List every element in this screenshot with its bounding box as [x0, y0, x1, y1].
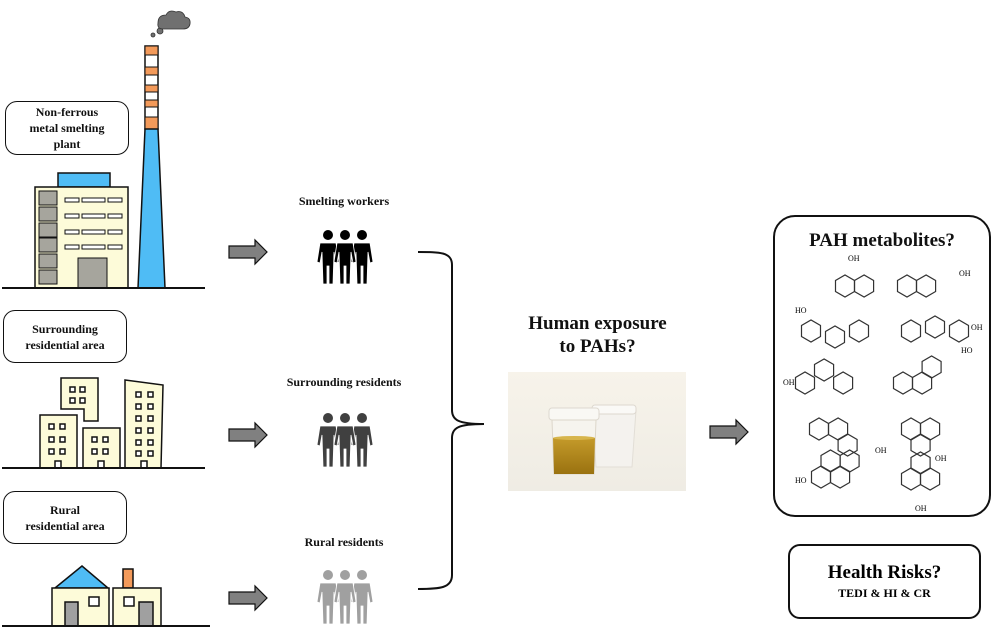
source-illustrations	[2, 10, 210, 627]
health-risks-box: Health Risks? TEDI & HI & CR	[788, 544, 981, 619]
metabolite-structure: OH	[900, 315, 983, 343]
group-label-rural: Rural residents	[304, 535, 384, 549]
person-icon	[333, 230, 357, 284]
hydroxyl-label: OH	[915, 504, 927, 513]
metabolite-structure: OH	[896, 269, 971, 298]
person-icon	[316, 413, 340, 467]
hydroxyl-label: OH	[875, 446, 887, 455]
arrow-right-icon	[228, 422, 268, 448]
health-risks-title: Health Risks?	[827, 562, 942, 583]
source-label-line: Non-ferrous	[35, 105, 99, 119]
source-label-line: residential area	[25, 337, 105, 352]
person-icon	[316, 570, 340, 624]
exposure-title: Human exposure to PAHs?	[505, 312, 690, 358]
group-label-surrounding: Surrounding residents	[286, 375, 402, 389]
factory-building-icon	[2, 172, 205, 289]
metabolites-title: PAH metabolites?	[809, 230, 955, 251]
pah-metabolites-box: PAH metabolites? OH OH HO OH OH HO OH OH HO OH	[773, 215, 991, 517]
people-icon-workers	[316, 230, 374, 284]
source-label-rural: Rural residential area	[3, 491, 127, 544]
hydroxyl-label: OH	[935, 454, 947, 463]
people-icon-rural	[316, 570, 374, 624]
source-label-plant: Non-ferrous metal smelting plant	[5, 101, 129, 155]
metabolite-structure: HO	[795, 449, 860, 489]
chimney-icon	[137, 45, 166, 289]
hydroxyl-label: OH	[783, 378, 795, 387]
smoke-icon	[150, 10, 191, 38]
hydroxyl-label: HO	[795, 476, 807, 485]
metabolite-structure: HO	[892, 346, 973, 395]
person-icon	[333, 570, 357, 624]
person-icon	[316, 230, 340, 284]
metabolite-structure: OH	[900, 417, 947, 463]
arrow-right-icon	[709, 419, 749, 445]
source-label-line: Rural	[50, 502, 80, 517]
metabolite-structure: OH	[783, 358, 854, 395]
source-label-line: plant	[53, 137, 81, 151]
city-buildings-icon	[2, 377, 205, 469]
hydroxyl-label: OH	[959, 269, 971, 278]
hydroxyl-label: HO	[795, 306, 807, 315]
brace-icon	[417, 251, 485, 590]
metabolite-structures: OH OH HO OH OH HO OH OH HO OH	[783, 254, 983, 513]
rural-houses-icon	[2, 565, 210, 627]
source-label-surrounding: Surrounding residential area	[3, 310, 127, 363]
metabolite-structure: OH	[808, 417, 887, 457]
hydroxyl-label: HO	[961, 346, 973, 355]
metabolite-structure: OH	[834, 254, 875, 298]
person-icon	[333, 413, 357, 467]
metabolite-structure: HO	[795, 306, 870, 349]
health-risks-subtitle: TEDI & HI & CR	[838, 586, 931, 600]
urine-sample-photo	[508, 372, 686, 491]
people-icon-surrounding	[316, 413, 374, 467]
exposure-title-line: to PAHs?	[559, 336, 636, 357]
source-label-line: metal smelting	[29, 121, 105, 135]
hydroxyl-label: OH	[848, 254, 860, 263]
source-label-line: Surrounding	[32, 321, 98, 336]
source-label-line: residential area	[25, 518, 105, 533]
arrow-right-icon	[228, 585, 268, 611]
arrow-right-icon	[228, 239, 268, 265]
group-label-workers: Smelting workers	[298, 194, 390, 208]
hydroxyl-label: OH	[971, 323, 983, 332]
metabolite-structure: OH	[900, 451, 941, 513]
exposure-title-line: Human exposure	[528, 313, 667, 334]
